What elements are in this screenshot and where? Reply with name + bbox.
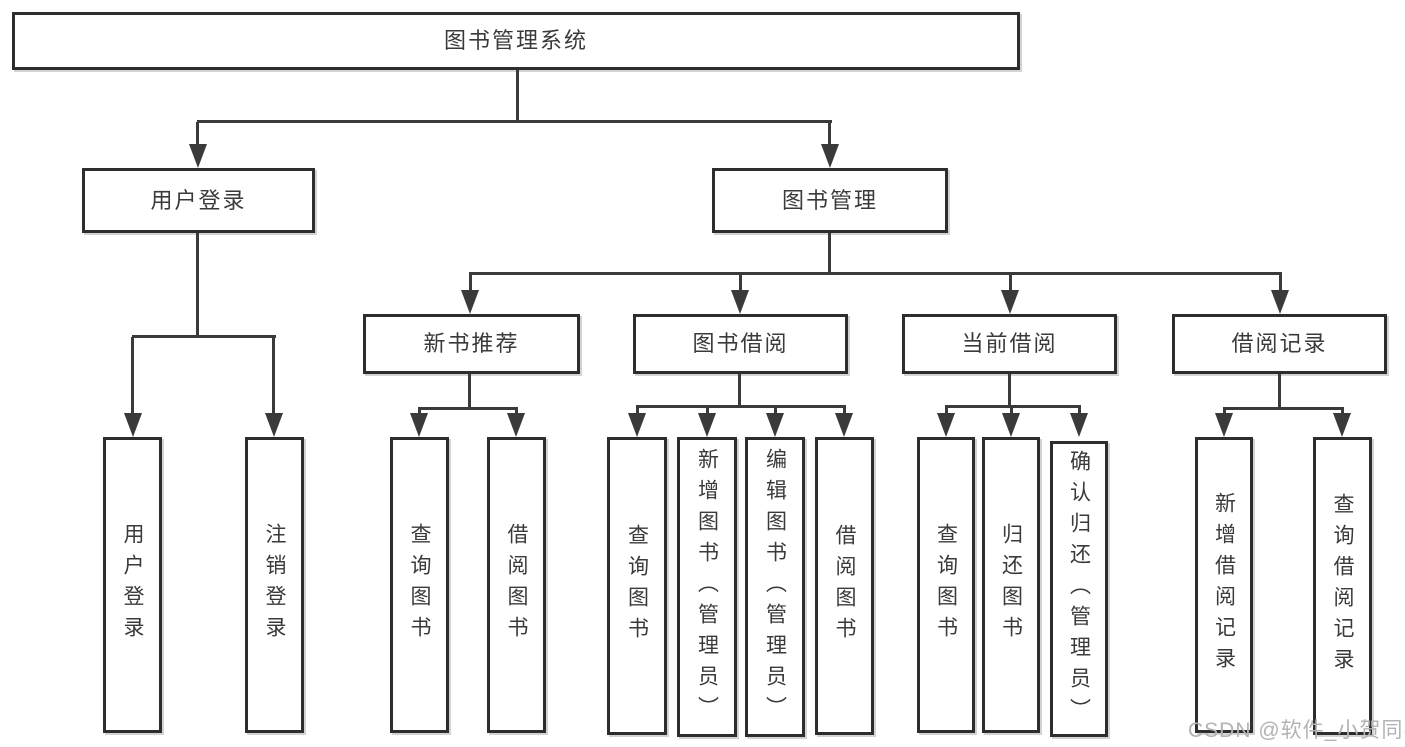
arrow-down-icon bbox=[1001, 290, 1019, 314]
leaf-label: 用户登录 bbox=[121, 523, 144, 647]
connector-stem bbox=[1279, 274, 1282, 292]
arrow-down-icon bbox=[410, 413, 428, 437]
leaf-query-borrow-record: 查询借阅记录 bbox=[1313, 437, 1372, 735]
node-borrow-record: 借阅记录 bbox=[1172, 314, 1387, 374]
arrow-down-icon bbox=[628, 413, 646, 437]
node-book-management: 图书管理 bbox=[712, 168, 948, 233]
node-user-login: 用户登录 bbox=[82, 168, 315, 233]
connector-stem bbox=[1078, 407, 1081, 415]
arrow-down-icon bbox=[1002, 413, 1020, 437]
connector-section-stem bbox=[468, 374, 471, 409]
arrow-down-icon bbox=[461, 290, 479, 314]
connector-stem bbox=[739, 274, 742, 292]
arrow-down-icon bbox=[821, 144, 839, 168]
leaf-label: 归还图书 bbox=[999, 523, 1023, 647]
connector-user-login-stem bbox=[196, 233, 199, 336]
leaf-logout: 注销登录 bbox=[245, 437, 304, 733]
leaf-confirm-return-admin: 确认归还（管理员） bbox=[1050, 441, 1108, 737]
leaf-query-books-current: 查询图书 bbox=[917, 437, 975, 733]
leaf-add-book-admin: 新增图书（管理员） bbox=[677, 437, 737, 737]
connector-section-bar bbox=[418, 407, 518, 410]
leaf-label: 编辑图书（管理员） bbox=[763, 447, 787, 727]
leaf-label: 新增图书（管理员） bbox=[695, 447, 719, 727]
connector-stem bbox=[636, 407, 639, 415]
connector-section-stem bbox=[738, 374, 741, 407]
arrow-down-icon bbox=[124, 413, 142, 437]
leaf-add-borrow-record: 新增借阅记录 bbox=[1195, 437, 1253, 733]
leaf-query-books-borrow: 查询图书 bbox=[607, 437, 667, 735]
arrow-down-icon bbox=[937, 413, 955, 437]
arrow-down-icon bbox=[507, 413, 525, 437]
leaf-label: 查询图书 bbox=[934, 523, 958, 647]
connector-section-stem bbox=[1008, 374, 1011, 407]
arrow-down-icon bbox=[766, 413, 784, 437]
node-label: 图书管理系统 bbox=[443, 28, 588, 53]
arrow-down-icon bbox=[265, 413, 283, 437]
leaf-return-book: 归还图书 bbox=[982, 437, 1040, 733]
connector-root-stem bbox=[516, 70, 519, 122]
arrow-down-icon bbox=[835, 413, 853, 437]
csdn-watermark: CSDN @软件_小贺同学 bbox=[1188, 719, 1405, 742]
leaf-query-books-recommend: 查询图书 bbox=[390, 437, 449, 733]
node-new-book-recommend: 新书推荐 bbox=[363, 314, 580, 374]
connector-section-bar bbox=[1223, 407, 1344, 410]
leaf-user-login: 用户登录 bbox=[103, 437, 162, 733]
leaf-label: 新增借阅记录 bbox=[1212, 492, 1236, 678]
arrow-down-icon bbox=[698, 413, 716, 437]
leaf-label: 查询图书 bbox=[625, 524, 649, 648]
arrow-down-icon bbox=[1070, 413, 1088, 437]
leaf-label: 查询借阅记录 bbox=[1331, 493, 1354, 679]
connector-section-bar bbox=[636, 405, 846, 408]
arrow-down-icon bbox=[1271, 290, 1289, 314]
leaf-label: 查询图书 bbox=[408, 523, 431, 647]
leaf-label: 确认归还（管理员） bbox=[1067, 449, 1091, 729]
node-library-management-system: 图书管理系统 bbox=[12, 12, 1020, 70]
node-current-borrow: 当前借阅 bbox=[902, 314, 1117, 374]
node-label: 当前借阅 bbox=[961, 331, 1058, 356]
connector-stem bbox=[131, 337, 134, 415]
connector-stem bbox=[1009, 274, 1012, 292]
connector-user-login-bar bbox=[132, 335, 276, 338]
node-label: 新书推荐 bbox=[423, 331, 520, 356]
leaf-borrow-books: 借阅图书 bbox=[815, 437, 874, 735]
connector-stem bbox=[945, 407, 948, 415]
connector-section-bar bbox=[945, 405, 1081, 408]
arrow-down-icon bbox=[1215, 413, 1233, 437]
leaf-edit-book-admin: 编辑图书（管理员） bbox=[745, 437, 805, 737]
node-label: 借阅记录 bbox=[1231, 331, 1328, 356]
node-label: 图书管理 bbox=[781, 187, 878, 213]
arrow-down-icon bbox=[731, 290, 749, 314]
connector-stem bbox=[774, 407, 777, 415]
node-label: 用户登录 bbox=[150, 187, 247, 213]
leaf-borrow-books-recommend: 借阅图书 bbox=[487, 437, 546, 733]
connector-stem bbox=[272, 337, 275, 415]
arrow-down-icon bbox=[1333, 413, 1351, 437]
connector-stem bbox=[843, 407, 846, 415]
arrow-down-icon bbox=[189, 144, 207, 168]
connector-stem bbox=[1010, 407, 1013, 415]
connector-stem bbox=[469, 274, 472, 292]
leaf-label: 注销登录 bbox=[263, 523, 286, 647]
connector-stem bbox=[828, 122, 831, 148]
node-label: 图书借阅 bbox=[692, 331, 789, 356]
connector-section-stem bbox=[1278, 374, 1281, 409]
leaf-label: 借阅图书 bbox=[833, 524, 856, 648]
leaf-label: 借阅图书 bbox=[505, 523, 528, 647]
connector-level3-bar bbox=[469, 272, 1282, 275]
node-book-borrow: 图书借阅 bbox=[633, 314, 848, 374]
connector-book-mgmt-stem bbox=[828, 233, 831, 274]
connector-stem bbox=[196, 122, 199, 148]
connector-level2-bar bbox=[197, 120, 832, 123]
connector-stem bbox=[706, 407, 709, 415]
